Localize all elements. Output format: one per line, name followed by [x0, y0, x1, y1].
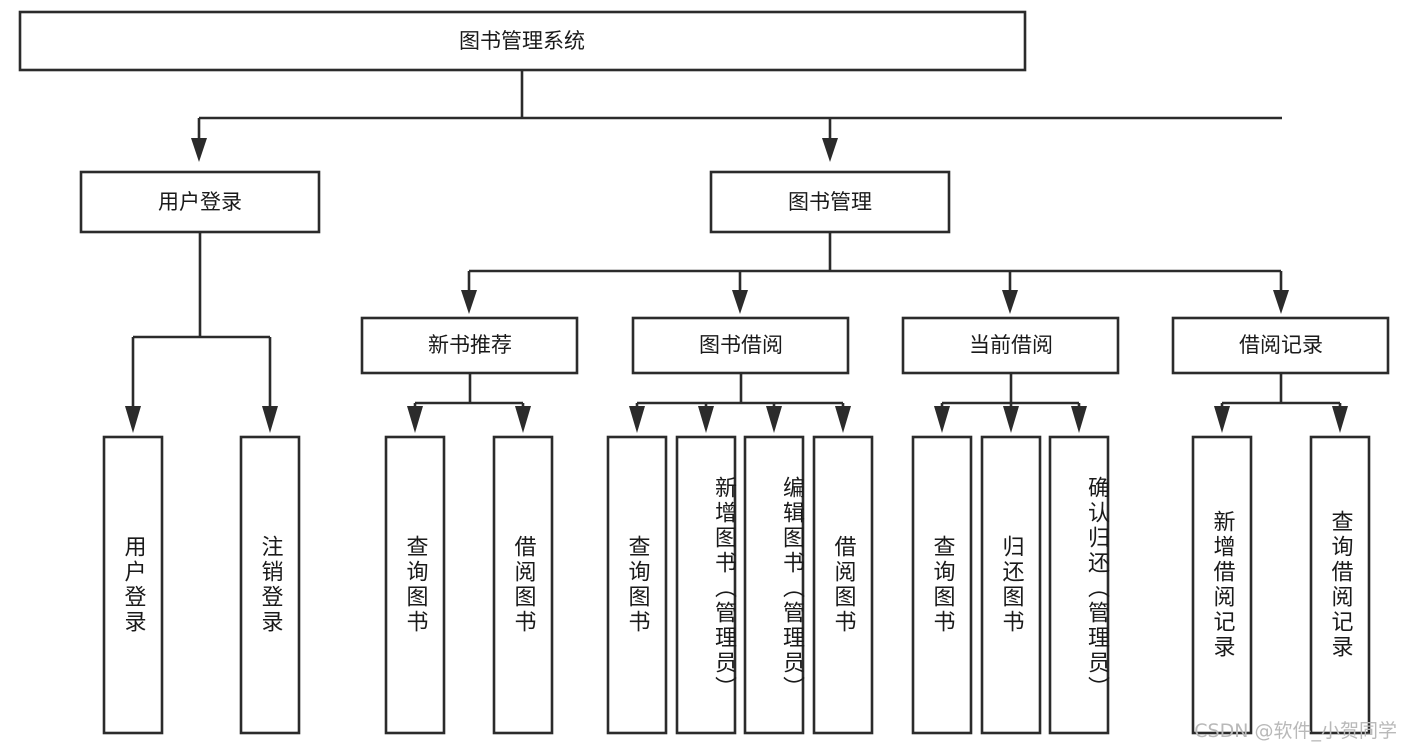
- leaf-box-user-login[interactable]: [102, 435, 164, 735]
- node-current-borrow-label: 当前借阅: [969, 333, 1053, 357]
- leaf-box-bookborrow-add[interactable]: [675, 435, 737, 735]
- node-book-borrow-label: 图书借阅: [699, 333, 783, 357]
- connector-group-current-borrow: [934, 373, 1087, 433]
- connector-group-book-management: [461, 232, 1289, 314]
- arrow-head-borrowrecord-query: [1332, 406, 1348, 433]
- arrow-head-currentborrow-query: [934, 406, 950, 433]
- connector-group-new-book-recommend: [407, 373, 531, 433]
- leaf-box-borrowrecord-add[interactable]: [1191, 435, 1253, 735]
- node-new-book-recommend-box[interactable]: [360, 316, 579, 375]
- arrow-head-new-book-recommend: [461, 290, 477, 314]
- arrow-head-bookborrow-edit: [766, 406, 782, 433]
- node-book-borrow[interactable]: 图书借阅: [631, 316, 850, 375]
- arrow-head-bookborrow-query: [629, 406, 645, 433]
- arrow-head-user-login-leaf: [125, 406, 141, 433]
- arrow-head-borrowrecord-add: [1214, 406, 1230, 433]
- leaf-box-newbook-borrow[interactable]: [492, 435, 554, 735]
- arrow-head-currentborrow-return: [1003, 406, 1019, 433]
- node-book-borrow-box[interactable]: [631, 316, 850, 375]
- leaf-box-bookborrow-lend[interactable]: [812, 435, 874, 735]
- node-borrow-record-box[interactable]: [1171, 316, 1390, 375]
- leaf-box-bookborrow-edit[interactable]: [743, 435, 805, 735]
- node-root-label: 图书管理系统: [459, 29, 585, 53]
- node-borrow-record-label: 借阅记录: [1239, 333, 1323, 357]
- node-root-box[interactable]: [18, 10, 1027, 72]
- arrow-head-logout-leaf: [262, 406, 278, 433]
- connector-group-borrow-record: [1214, 373, 1348, 433]
- leaf-box-borrowrecord-query[interactable]: [1309, 435, 1371, 735]
- node-current-borrow-box[interactable]: [901, 316, 1120, 375]
- node-new-book-recommend-label: 新书推荐: [428, 333, 512, 357]
- connector-group-book-borrow: [629, 373, 851, 433]
- arrow-head-book-borrow: [732, 290, 748, 314]
- arrow-head-current-borrow: [1002, 290, 1018, 314]
- node-user-login[interactable]: 用户登录: [79, 170, 321, 234]
- arrow-head-newbook-borrow: [515, 406, 531, 433]
- node-book-management[interactable]: 图书管理: [709, 170, 951, 234]
- arrow-head-currentborrow-confirm: [1071, 406, 1087, 433]
- arrow-head-newbook-query: [407, 406, 423, 433]
- arrow-head-bookborrow-add: [698, 406, 714, 433]
- leaf-box-currentborrow-query[interactable]: [911, 435, 973, 735]
- watermark-text: CSDN @软件_小贺同学: [1194, 720, 1397, 742]
- node-user-login-label: 用户登录: [158, 190, 242, 214]
- leaf-box-currentborrow-return[interactable]: [980, 435, 1042, 735]
- arrow-head-book-mgmt: [822, 138, 838, 162]
- node-current-borrow[interactable]: 当前借阅: [901, 316, 1120, 375]
- arrow-head-borrow-record: [1273, 290, 1289, 314]
- connector-group-user-login: [125, 232, 278, 433]
- arrow-head-user-login: [191, 138, 207, 162]
- connector-group-root: [191, 70, 1282, 162]
- node-root[interactable]: 图书管理系统: [18, 10, 1027, 72]
- leaf-box-newbook-query[interactable]: [384, 435, 446, 735]
- node-new-book-recommend[interactable]: 新书推荐: [360, 316, 579, 375]
- leaf-box-currentborrow-confirm[interactable]: [1048, 435, 1110, 735]
- arrow-head-bookborrow-lend: [835, 406, 851, 433]
- leaf-box-logout[interactable]: [239, 435, 301, 735]
- node-borrow-record[interactable]: 借阅记录: [1171, 316, 1390, 375]
- node-book-management-box[interactable]: [709, 170, 951, 234]
- node-book-management-label: 图书管理: [788, 190, 872, 214]
- leaf-box-bookborrow-query[interactable]: [606, 435, 668, 735]
